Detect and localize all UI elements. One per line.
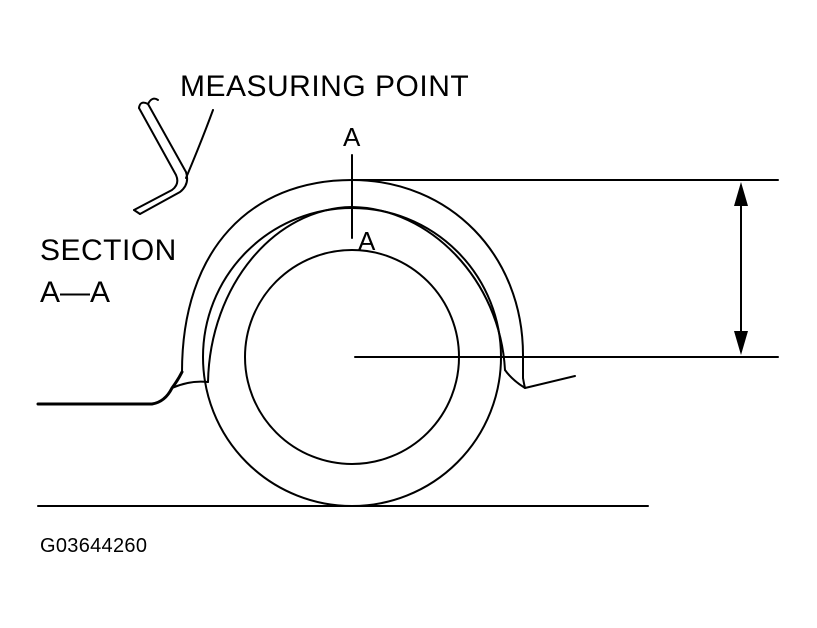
section-name-label: A—A [40, 276, 111, 309]
dimension-arrowhead-bottom [734, 331, 748, 355]
measuring-point-label: MEASURING POINT [180, 70, 470, 103]
body-lower-line-left [36, 370, 184, 406]
fender-lip-left-end [171, 380, 209, 389]
dimension-arrowhead-top [734, 182, 748, 206]
section-marker-top-label: A [343, 122, 361, 152]
section-profile-outer [133, 107, 179, 211]
figure-code-label: G03644260 [40, 535, 148, 557]
body-lower-line-right [504, 369, 576, 389]
fender-lip-inner [207, 206, 506, 383]
section-profile-top-curl [138, 97, 159, 109]
section-profile-end [133, 209, 141, 215]
section-profile-inner [139, 103, 189, 215]
measuring-point-leader [185, 109, 214, 179]
fender-lip-right-end [522, 377, 526, 389]
section-marker-bottom-label: A [358, 226, 376, 256]
section-title-label: SECTION [40, 234, 177, 267]
